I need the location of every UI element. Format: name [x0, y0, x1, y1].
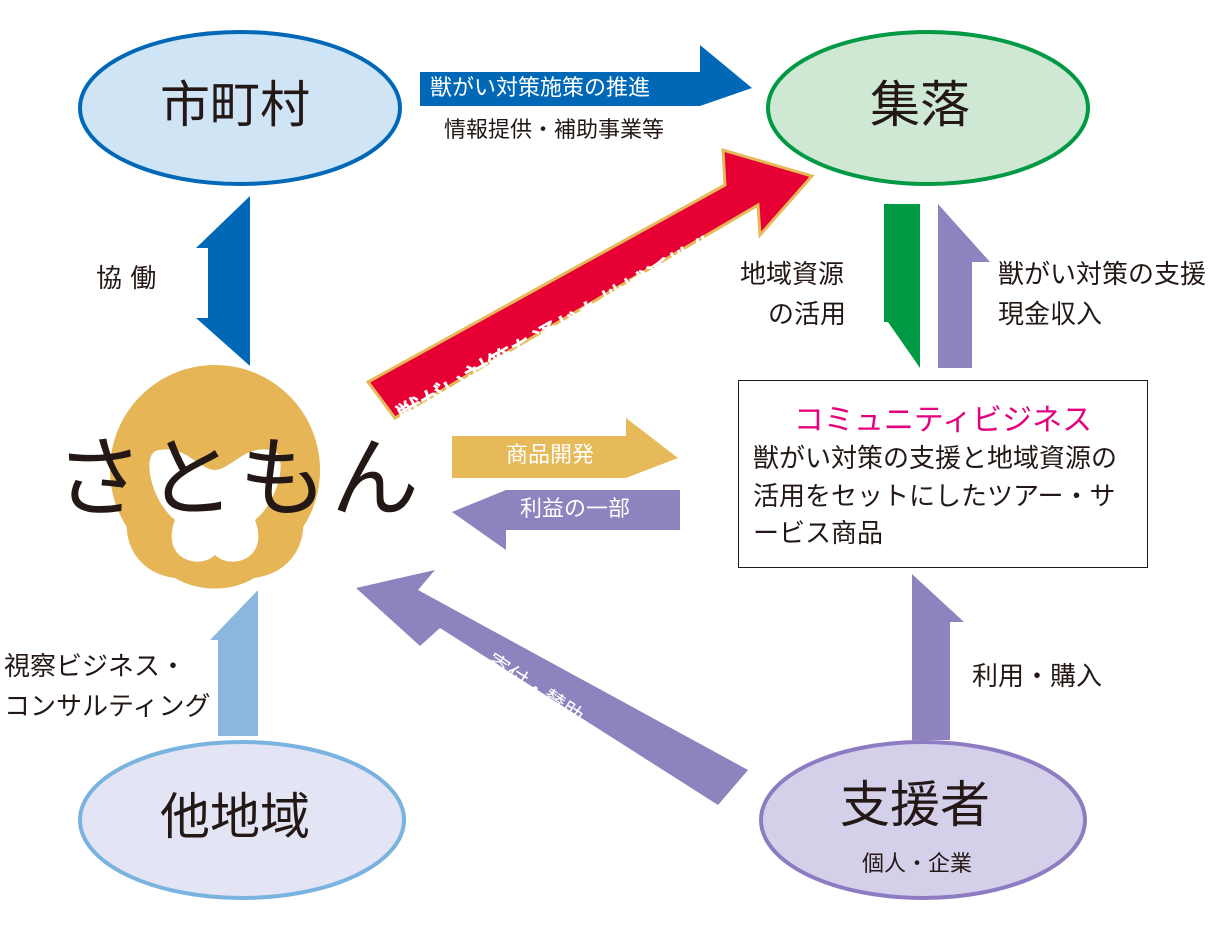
- profit-share-arrow: [452, 490, 680, 550]
- cooperation-label: 協 働: [96, 264, 157, 294]
- consulting-label-2: コンサルティング: [4, 692, 211, 722]
- village-ellipse: [766, 30, 1090, 186]
- donation-arrow: [356, 570, 748, 805]
- cooperation-arrow: [196, 196, 250, 366]
- community-business-title: コミュニティビジネス: [793, 403, 1093, 438]
- satomon-logo: [110, 365, 320, 589]
- other-region-title: 他地域: [160, 788, 310, 846]
- consulting-arrow: [210, 590, 258, 736]
- use-purchase-label: 利用・購入: [972, 662, 1103, 692]
- support-label-2: 現金収入: [998, 300, 1103, 330]
- resource-use-label-1: 地域資源: [740, 260, 845, 290]
- product-dev-label: 商品開発: [506, 443, 595, 468]
- support-label-1: 獣がい対策の支援: [998, 260, 1207, 290]
- resource-use-arrow: [866, 204, 920, 368]
- policy-arrow: [420, 45, 752, 106]
- other-region-ellipse: [78, 740, 406, 900]
- policy-label: 獣がい対策施策の推進: [430, 76, 651, 101]
- resource-use-label-2: の活用: [768, 300, 847, 330]
- supporters-subtitle: 個人・企業: [862, 852, 973, 877]
- policy-sublabel: 情報提供・補助事業等: [444, 118, 665, 143]
- revitalization-arrow: [365, 147, 815, 420]
- municipality-title: 市町村: [160, 76, 310, 134]
- municipality-ellipse: [78, 30, 402, 186]
- community-business-description: 獣がい対策の支援と地域資源の活用をセットにしたツアー・サービス商品: [753, 444, 1118, 550]
- village-title: 集落: [870, 76, 970, 134]
- supporters-title: 支援者: [840, 776, 990, 834]
- support-arrow: [938, 204, 990, 368]
- use-purchase-arrow: [912, 574, 964, 740]
- product-dev-arrow: [452, 418, 678, 478]
- satomon-name: さともん: [55, 427, 424, 530]
- profit-share-label: 利益の一部: [520, 497, 631, 522]
- community-business-box: コミュニティビジネス 獣がい対策の支援と地域資源の活用をセットにしたツアー・サー…: [738, 380, 1148, 568]
- consulting-label-1: 視察ビジネス・: [4, 652, 187, 682]
- supporter-ellipse: [759, 740, 1087, 900]
